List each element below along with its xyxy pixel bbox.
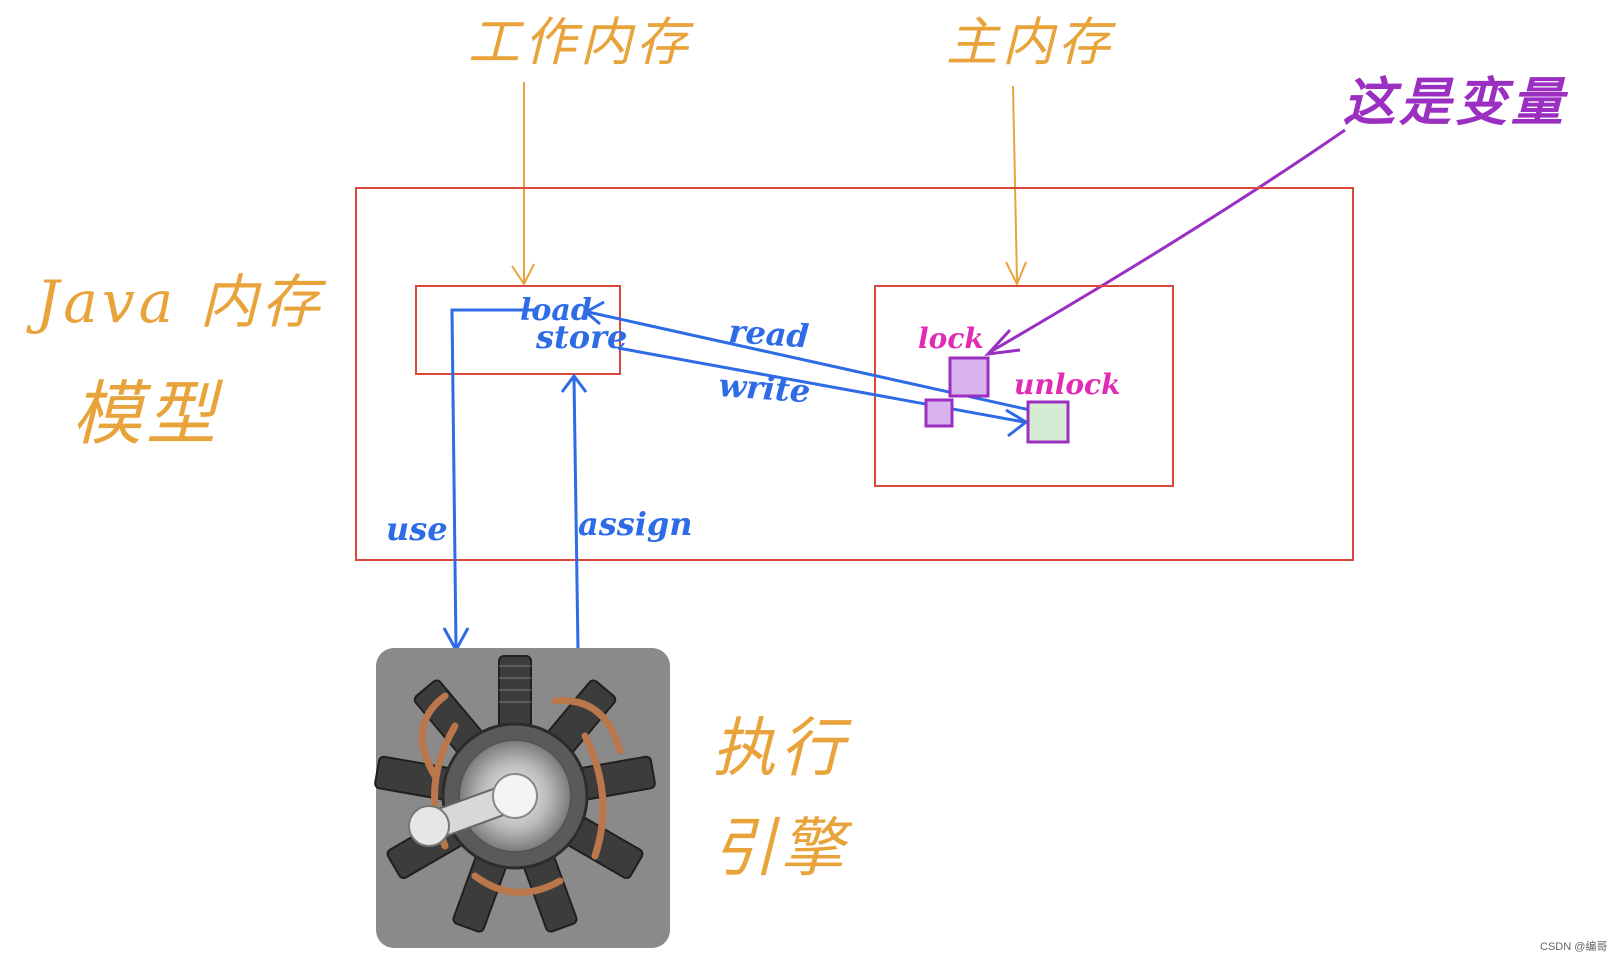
- unlock-square: [1026, 400, 1070, 444]
- store-label: store: [535, 318, 627, 356]
- main-memory-arrow: [1012, 85, 1018, 283]
- jmm-label-line1: Java 内存: [26, 268, 327, 336]
- write-label: write: [717, 366, 811, 410]
- working-memory-label: 工作内存: [468, 13, 695, 73]
- read-arrowhead: [583, 300, 605, 326]
- use-arrow: [450, 308, 534, 649]
- working-memory-arrowhead: [511, 263, 535, 286]
- main-memory-label: 主内存: [946, 13, 1117, 73]
- write-arrowhead: [1005, 408, 1029, 438]
- variable-arrow: [989, 128, 1346, 354]
- read-label: read: [727, 312, 810, 356]
- jmm-label-line2: 模型: [72, 373, 224, 455]
- jmm-outer-box: [355, 187, 1354, 561]
- lock-square: [948, 356, 990, 398]
- engine-image: [374, 648, 670, 948]
- unlock-label: unlock: [1014, 368, 1120, 401]
- exec-engine-line2: 引擎: [712, 812, 853, 886]
- main-memory-arrowhead: [1005, 261, 1027, 287]
- assign-label: assign: [578, 505, 693, 543]
- lock-label: lock: [918, 322, 984, 355]
- watermark: CSDN @编哥: [1540, 939, 1607, 953]
- assign-arrow: [572, 377, 580, 651]
- write-arrow: [617, 346, 1025, 424]
- assign-arrowhead: [560, 373, 588, 393]
- exec-engine-line1: 执行: [712, 712, 852, 786]
- working-memory-box: [415, 285, 621, 375]
- main-memory-box: [874, 285, 1174, 487]
- use-label: use: [386, 510, 448, 548]
- lock-small-square: [924, 398, 954, 428]
- this-is-variable-label: 这是变量: [1343, 72, 1569, 133]
- variable-arrowhead: [984, 328, 1021, 356]
